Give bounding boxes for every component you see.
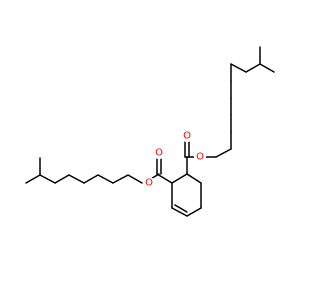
bond (186, 173, 202, 184)
bond (245, 63, 261, 73)
bond (259, 63, 275, 73)
oxygen-atom: O (194, 151, 206, 163)
oxygen-label: O (196, 152, 204, 163)
bond (39, 174, 56, 184)
bond (68, 174, 85, 184)
bond (156, 173, 173, 184)
bond (83, 174, 99, 184)
oxygen-label: O (183, 131, 191, 142)
oxygen-label: O (145, 178, 153, 189)
bond-skeleton (25, 46, 275, 217)
bond (97, 174, 114, 184)
oxygen-atom: O (143, 177, 155, 189)
bond (230, 63, 247, 73)
bond (112, 174, 129, 184)
oxygen-atom: O (153, 147, 165, 159)
bond (127, 174, 143, 184)
bond (25, 174, 41, 184)
bond (215, 148, 232, 158)
oxygen-label: O (155, 148, 163, 159)
bond (54, 174, 70, 184)
bond (171, 207, 188, 217)
oxygen-atom: O (181, 130, 193, 142)
bond (171, 173, 188, 184)
atom-labels: O O O O (143, 130, 206, 189)
bond (186, 207, 202, 217)
molecule-canvas: O O O O (25, 46, 275, 217)
bond (174, 204, 188, 213)
